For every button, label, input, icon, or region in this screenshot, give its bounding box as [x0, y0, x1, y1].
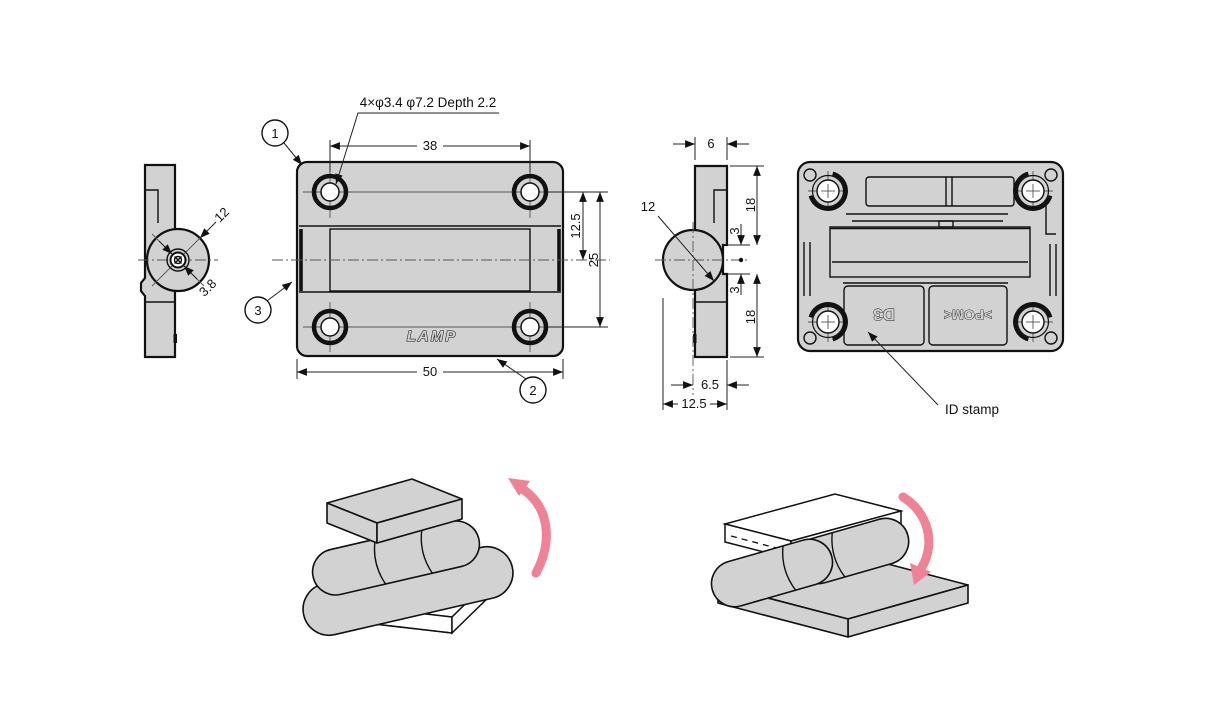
dim-38: 38: [329, 138, 531, 172]
svg-text:38: 38: [423, 138, 437, 153]
svg-text:3: 3: [254, 303, 261, 318]
top-leaf-open: [326, 478, 463, 544]
front-body: [295, 160, 565, 358]
screw-hole-bottom-right: [511, 302, 549, 352]
dim-12-5: 12.5: [548, 191, 608, 328]
svg-text:50: 50: [423, 364, 437, 379]
back-knuckle-band: [829, 226, 1031, 278]
right-side-view: 12 6 18 3 3 18: [641, 136, 764, 411]
dim-knuckle-dia-12: 12: [211, 204, 232, 225]
callout-1: 1: [261, 119, 303, 166]
callout-2: 2: [496, 358, 547, 404]
svg-text:12.5: 12.5: [681, 396, 706, 411]
svg-text:25: 25: [586, 253, 601, 267]
callout-3: 3: [244, 281, 293, 324]
knuckle-cylinder-left: [710, 538, 834, 608]
back-body: [796, 160, 1065, 353]
id-stamp-label: ID stamp: [867, 331, 999, 417]
svg-text:6.5: 6.5: [701, 377, 719, 392]
dim-18-lower: 18: [730, 274, 764, 358]
dim-3-upper: 3: [726, 224, 750, 263]
back-screw-top-right: [1013, 171, 1053, 211]
stamp-d3: D3: [873, 305, 895, 324]
dim-3-lower: 3: [726, 273, 750, 295]
dim-6-5: 6.5: [671, 360, 749, 410]
screw-hole-bottom-left: [311, 302, 349, 352]
back-screw-top-left: [808, 171, 848, 211]
screw-hole-top-left: [311, 167, 349, 218]
svg-text:12.5: 12.5: [568, 213, 583, 238]
svg-text:6: 6: [707, 136, 714, 151]
dim-12-5-b: 12.5: [662, 298, 727, 411]
dim-50: 50: [296, 359, 564, 379]
illustration-open: [302, 478, 551, 637]
dim-18-upper: 18: [730, 165, 764, 245]
illustration-close: [710, 492, 969, 638]
lamp-logo: LAMP: [407, 328, 458, 345]
dim-6: 6: [673, 136, 749, 160]
screw-hole-top-right: [511, 167, 549, 218]
stamp-pom: >POM<: [944, 307, 992, 323]
svg-text:ID stamp: ID stamp: [945, 402, 999, 417]
open-direction-arrow: [508, 478, 551, 578]
svg-text:1: 1: [271, 126, 278, 141]
svg-text:3: 3: [727, 286, 742, 293]
svg-text:18: 18: [743, 310, 758, 324]
stamp-panel-right: [928, 285, 1008, 346]
hole-note: 4×φ3.4 φ7.2 Depth 2.2: [335, 95, 499, 185]
left-side-view: 12 3.8: [138, 163, 232, 359]
dim-25: 25: [586, 192, 604, 327]
front-view: LAMP 4×φ3.4 φ7.2 Depth 2.2 38 50 1 2: [244, 95, 610, 404]
svg-text:18: 18: [743, 198, 758, 212]
svg-text:3: 3: [727, 227, 742, 234]
back-screw-bottom-left: [808, 302, 848, 342]
back-view: D3 >POM<: [796, 160, 1065, 417]
back-screw-bottom-right: [1013, 302, 1053, 342]
svg-text:4×φ3.4 φ7.2 Depth 2.2: 4×φ3.4 φ7.2 Depth 2.2: [360, 95, 496, 110]
close-direction-arrow: [898, 492, 934, 585]
svg-text:2: 2: [529, 383, 536, 398]
dim-knuckle-dia-12b: 12: [641, 199, 655, 214]
